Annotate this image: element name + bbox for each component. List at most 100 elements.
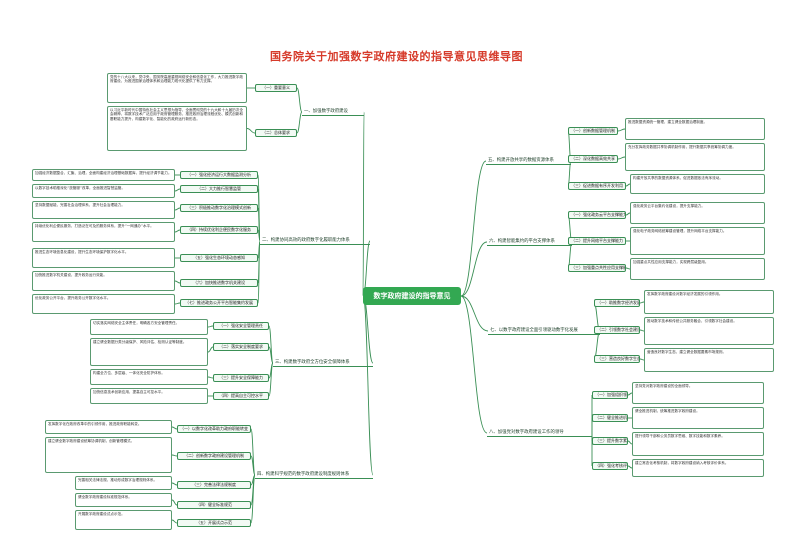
leaf-6b: 强化电子政务网络统筹建设管理，提升网络平台支撑能力。: [630, 227, 765, 255]
branch-6: 六、构建智能集约的平台支撑体系: [487, 238, 572, 246]
leaf-3a: 切实落实网络安全主体责任，明确各方安全管理责任。: [90, 319, 208, 335]
branch-3: 三、构建数字政府全方位安全保障体系: [273, 359, 373, 367]
branch-7: 七、以数字政府建设全面引领驱动数字化发展: [488, 327, 600, 335]
leaf-2d: 持续优化利企便民服务，打造泛在可及的服务体系，提升“一网通办”水平。: [32, 222, 175, 242]
connector-32: [268, 362, 274, 397]
connector-3: [362, 295, 374, 476]
sub-7b: （二）引领数字社会建设: [594, 326, 640, 334]
leaf-7b: 推动数字技术和传统公共服务融合，引领数字社会建设。: [644, 317, 774, 345]
leaf-6a: 强化政务云平台集约化建设，提升支撑能力。: [630, 202, 765, 224]
connector-6: [460, 295, 489, 332]
center-node: 数字政府建设的指导意见: [363, 287, 461, 305]
sub-3d: （四）提高自主可控水平: [213, 392, 269, 400]
connector-10: [296, 111, 303, 134]
connector-7: [460, 295, 488, 434]
leaf-3c: 构建全方位、多层级、一体化安全防护体系。: [90, 369, 208, 385]
sub-2b: （二）大力推行智慧监管: [180, 185, 258, 193]
connector-17: [174, 207, 181, 211]
leaf-8d: 建立常态化考核机制，将数字政府建设纳入考核评价体系。: [632, 459, 764, 477]
sub-3c: （三）提升安全保障能力: [213, 374, 269, 382]
connector-57: [639, 301, 645, 304]
connector-69: [627, 465, 633, 469]
connector-18: [257, 229, 261, 242]
connector-42: [250, 474, 256, 524]
leaf-7c: 营造良好数字生态，建立健全数据要素市场规则。: [644, 348, 774, 372]
connector-15: [174, 188, 181, 192]
connector-4: [460, 160, 487, 297]
connector-25: [174, 302, 181, 305]
connector-36: [250, 455, 256, 476]
connector-59: [639, 329, 645, 332]
leaf-1b: 以习近平新时代中国特色社会主义思想为指导，全面贯彻党的十九大和十九届历次全会精神…: [107, 106, 247, 151]
connector-35: [171, 426, 178, 430]
leaf-8c: 提升领导干部和公务员数字思维、数字技能和数字素养。: [632, 432, 764, 456]
connector-47: [617, 156, 626, 160]
leaf-4c: 完善相关法律法规，推动形成数字治理规则体系。: [75, 476, 172, 490]
leaf-2a: 加强经济数据整合、汇聚、治理，全面构建经济治理基础数据库，提升经济调节能力。: [32, 169, 175, 181]
leaf-4b: 建立健全数字政府建设统筹协调机制，创新管理模式。: [45, 437, 172, 473]
leaf-4e: 开展数字政府建设试点示范。: [75, 510, 172, 530]
leaf-4d: 健全数字政府建设标准规范体系。: [75, 493, 172, 507]
leaf-5a: 推进数据资源统一管理，建立健全数据治理制度。: [625, 118, 765, 140]
sub-1a: （一）重要意义: [255, 84, 297, 92]
leaf-2c: 坚持数据赋能，完善社会治理体系，提升社会治理能力。: [32, 201, 175, 219]
sub-4d: （四）健全标准规范: [177, 501, 251, 509]
branch-1: 一、加强数字政府建设: [302, 108, 364, 116]
connector-63: [627, 392, 633, 396]
leaf-5c: 构建开放共享的数据资源体系，促进数据依法有序流动。: [630, 174, 765, 194]
leaf-8a: 坚持党对数字政府建设的全面领导。: [632, 382, 764, 404]
leaf-3d: 加快信息技术创新应用，提高自主可控水平。: [90, 388, 208, 404]
connector-0: [362, 111, 365, 297]
leaf-2f: 加快推进数字机关建设，提升政务运行效能。: [32, 271, 175, 291]
connector-23: [174, 280, 181, 284]
connector-55: [625, 267, 631, 270]
connector-28: [268, 346, 274, 364]
sub-4a: （一）以数字化改革助力政府职能转变: [177, 425, 251, 433]
leaf-2b: 以数字技术助推深化“放管服”改革，全面推进智慧监管。: [32, 184, 175, 198]
page-title: 国务院关于加强数字政府建设的指导意见思维导图: [270, 50, 523, 63]
sub-7c: （三）营造良好数字生态: [594, 355, 640, 363]
branch-4: 四、构建科学规范的数字政府建设制度规则体系: [255, 471, 373, 479]
sub-3b: （二）落实安全制度要求: [213, 343, 269, 351]
connector-41: [171, 499, 178, 506]
leaf-1a: 党的十八大以来，党中央、国务院高度重视网络安全和信息化工作，大力推进数字政府建设…: [107, 73, 247, 103]
sub-2a: （一）强化经济运行大数据监测分析: [180, 171, 258, 179]
connector-29: [207, 346, 214, 353]
leaf-3b: 建立健全数据分类分级保护、风险评估、检测认证等制度。: [90, 338, 208, 366]
branch-5: 五、构建开放共享的数据资源体系: [486, 157, 571, 165]
sub-6a: （一）强化政务云平台支撑能力: [568, 211, 626, 219]
sub-6c: （三）加强重点共性应用支撑能力: [568, 264, 626, 272]
connector-27: [207, 325, 214, 328]
leaf-8b: 健全推进机制，统筹推进数字政府建设。: [632, 407, 764, 429]
sub-1b: （二）总体要求: [255, 129, 297, 137]
leaf-5b: 充分发挥政务数据共享协调机制作用，提升数据共享统筹协调力度。: [625, 143, 765, 171]
connector-19: [174, 229, 181, 233]
connector-49: [625, 183, 631, 187]
connector-45: [617, 128, 626, 132]
sub-7a: （一）助推数字经济发展: [594, 299, 640, 307]
connector-24: [257, 240, 261, 304]
sub-6b: （二）提升网络平台支撑能力: [568, 237, 626, 245]
sub-5b: （二）深化数据高效共享: [568, 155, 618, 163]
sub-4e: （五）开展试点示范: [177, 519, 251, 527]
sub-8b: （二）健全推进机制: [592, 414, 628, 422]
leaf-7a: 发挥数字政府建设对数字经济发展的引领作用。: [644, 290, 774, 314]
leaf-4a: 发挥数字化在政府改革中的引领作用，推进政府职能转变。: [45, 420, 172, 434]
branch-8: 八、加强党对数字政府建设工作的领导: [487, 429, 592, 437]
sub-2d: （四）持续优化利企便民数字化服务: [180, 226, 258, 234]
sub-8a: （一）加强组织领导: [592, 391, 628, 399]
connector-5: [460, 241, 488, 297]
sub-2f: （六）加快推进数字机关建设: [180, 279, 258, 287]
branch-2: 二、构建协同高效的政府数字化履职能力体系: [260, 237, 370, 245]
sub-5c: （三）促进数据有序开发利用: [568, 182, 626, 190]
connector-43: [171, 519, 178, 524]
connector-31: [207, 376, 214, 379]
connector-8: [296, 87, 303, 113]
sub-2e: （五）强化生态环境动态感知: [180, 254, 258, 262]
leaf-2e: 推进生态环境信息化建设，提升生态环境保护数字化水平。: [32, 248, 175, 268]
connector-67: [627, 440, 633, 445]
connector-61: [639, 358, 645, 361]
connector-39: [171, 482, 178, 486]
sub-4b: （二）创新数字政府建设管理机制: [177, 452, 251, 460]
sub-3a: （一）强化安全管理责任: [213, 322, 269, 330]
